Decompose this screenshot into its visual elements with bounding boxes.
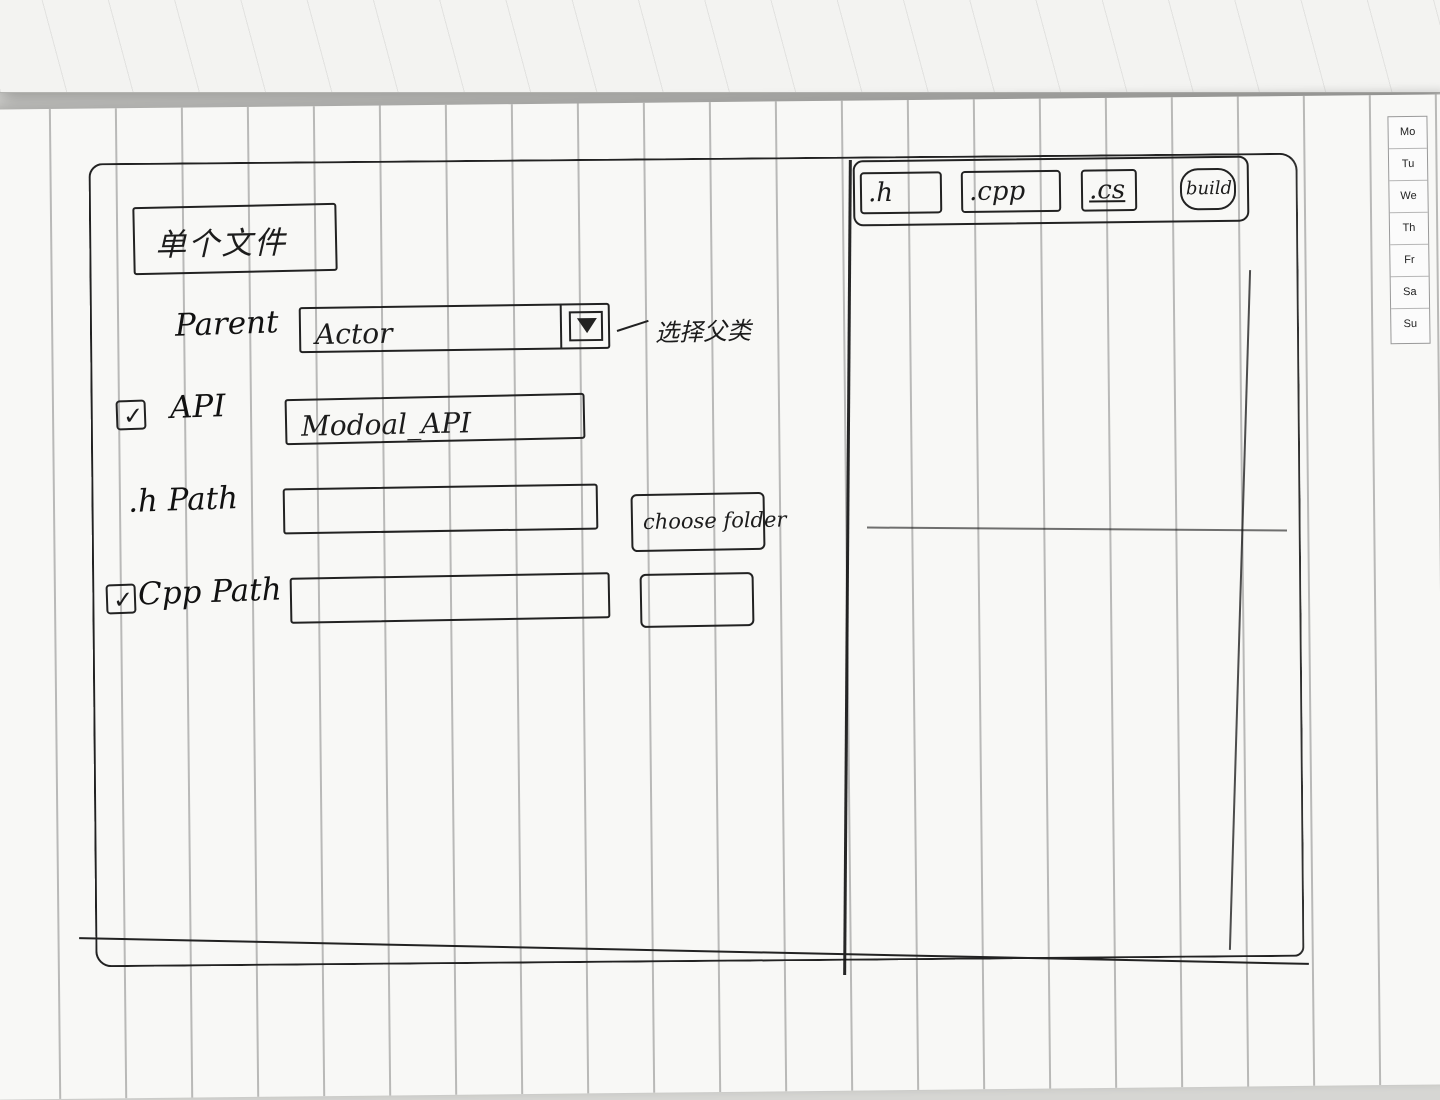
api-checkbox[interactable]: ✓	[115, 399, 147, 431]
tab-cpp[interactable]: .cpp	[960, 169, 1062, 214]
chevron-down-icon	[576, 318, 598, 334]
main-window-frame	[88, 152, 1305, 968]
notebook-top-page-lines	[0, 0, 1440, 92]
tab-cs[interactable]: .cs	[1080, 168, 1138, 212]
checkmark-icon: ✓	[122, 401, 144, 431]
cpp-path-input[interactable]	[289, 572, 611, 624]
parent-select-value: Actor	[314, 316, 393, 351]
choose-folder-button-label: choose folder	[642, 507, 787, 534]
h-path-label: .h Path	[127, 480, 239, 520]
window-title-box: 单个文件	[132, 202, 338, 276]
api-input[interactable]: Modoal_API	[284, 392, 586, 446]
choose-folder-button[interactable]: choose folder	[630, 491, 787, 553]
cpp-path-browse-button[interactable]	[639, 572, 755, 628]
checkmark-icon: ✓	[112, 585, 134, 615]
parent-select[interactable]: Actor	[298, 302, 611, 354]
file-tab-bar: .h .cpp .cs build	[852, 155, 1250, 227]
tab-h[interactable]: .h	[859, 171, 943, 215]
api-label: API	[169, 388, 227, 426]
parent-dropdown-button[interactable]	[568, 310, 604, 342]
parent-label: Parent	[174, 304, 280, 344]
parent-select-separator	[559, 305, 563, 348]
window-title: 单个文件	[154, 224, 288, 264]
tab-build[interactable]: build	[1179, 167, 1237, 211]
parent-note: 选择父类	[654, 316, 752, 348]
cpp-path-label: Cpp Path	[137, 571, 283, 613]
cpp-path-checkbox[interactable]: ✓	[105, 583, 137, 615]
h-path-input[interactable]	[282, 483, 599, 535]
api-input-value: Modoal_API	[300, 406, 472, 443]
notebook-top-page	[0, 0, 1440, 93]
